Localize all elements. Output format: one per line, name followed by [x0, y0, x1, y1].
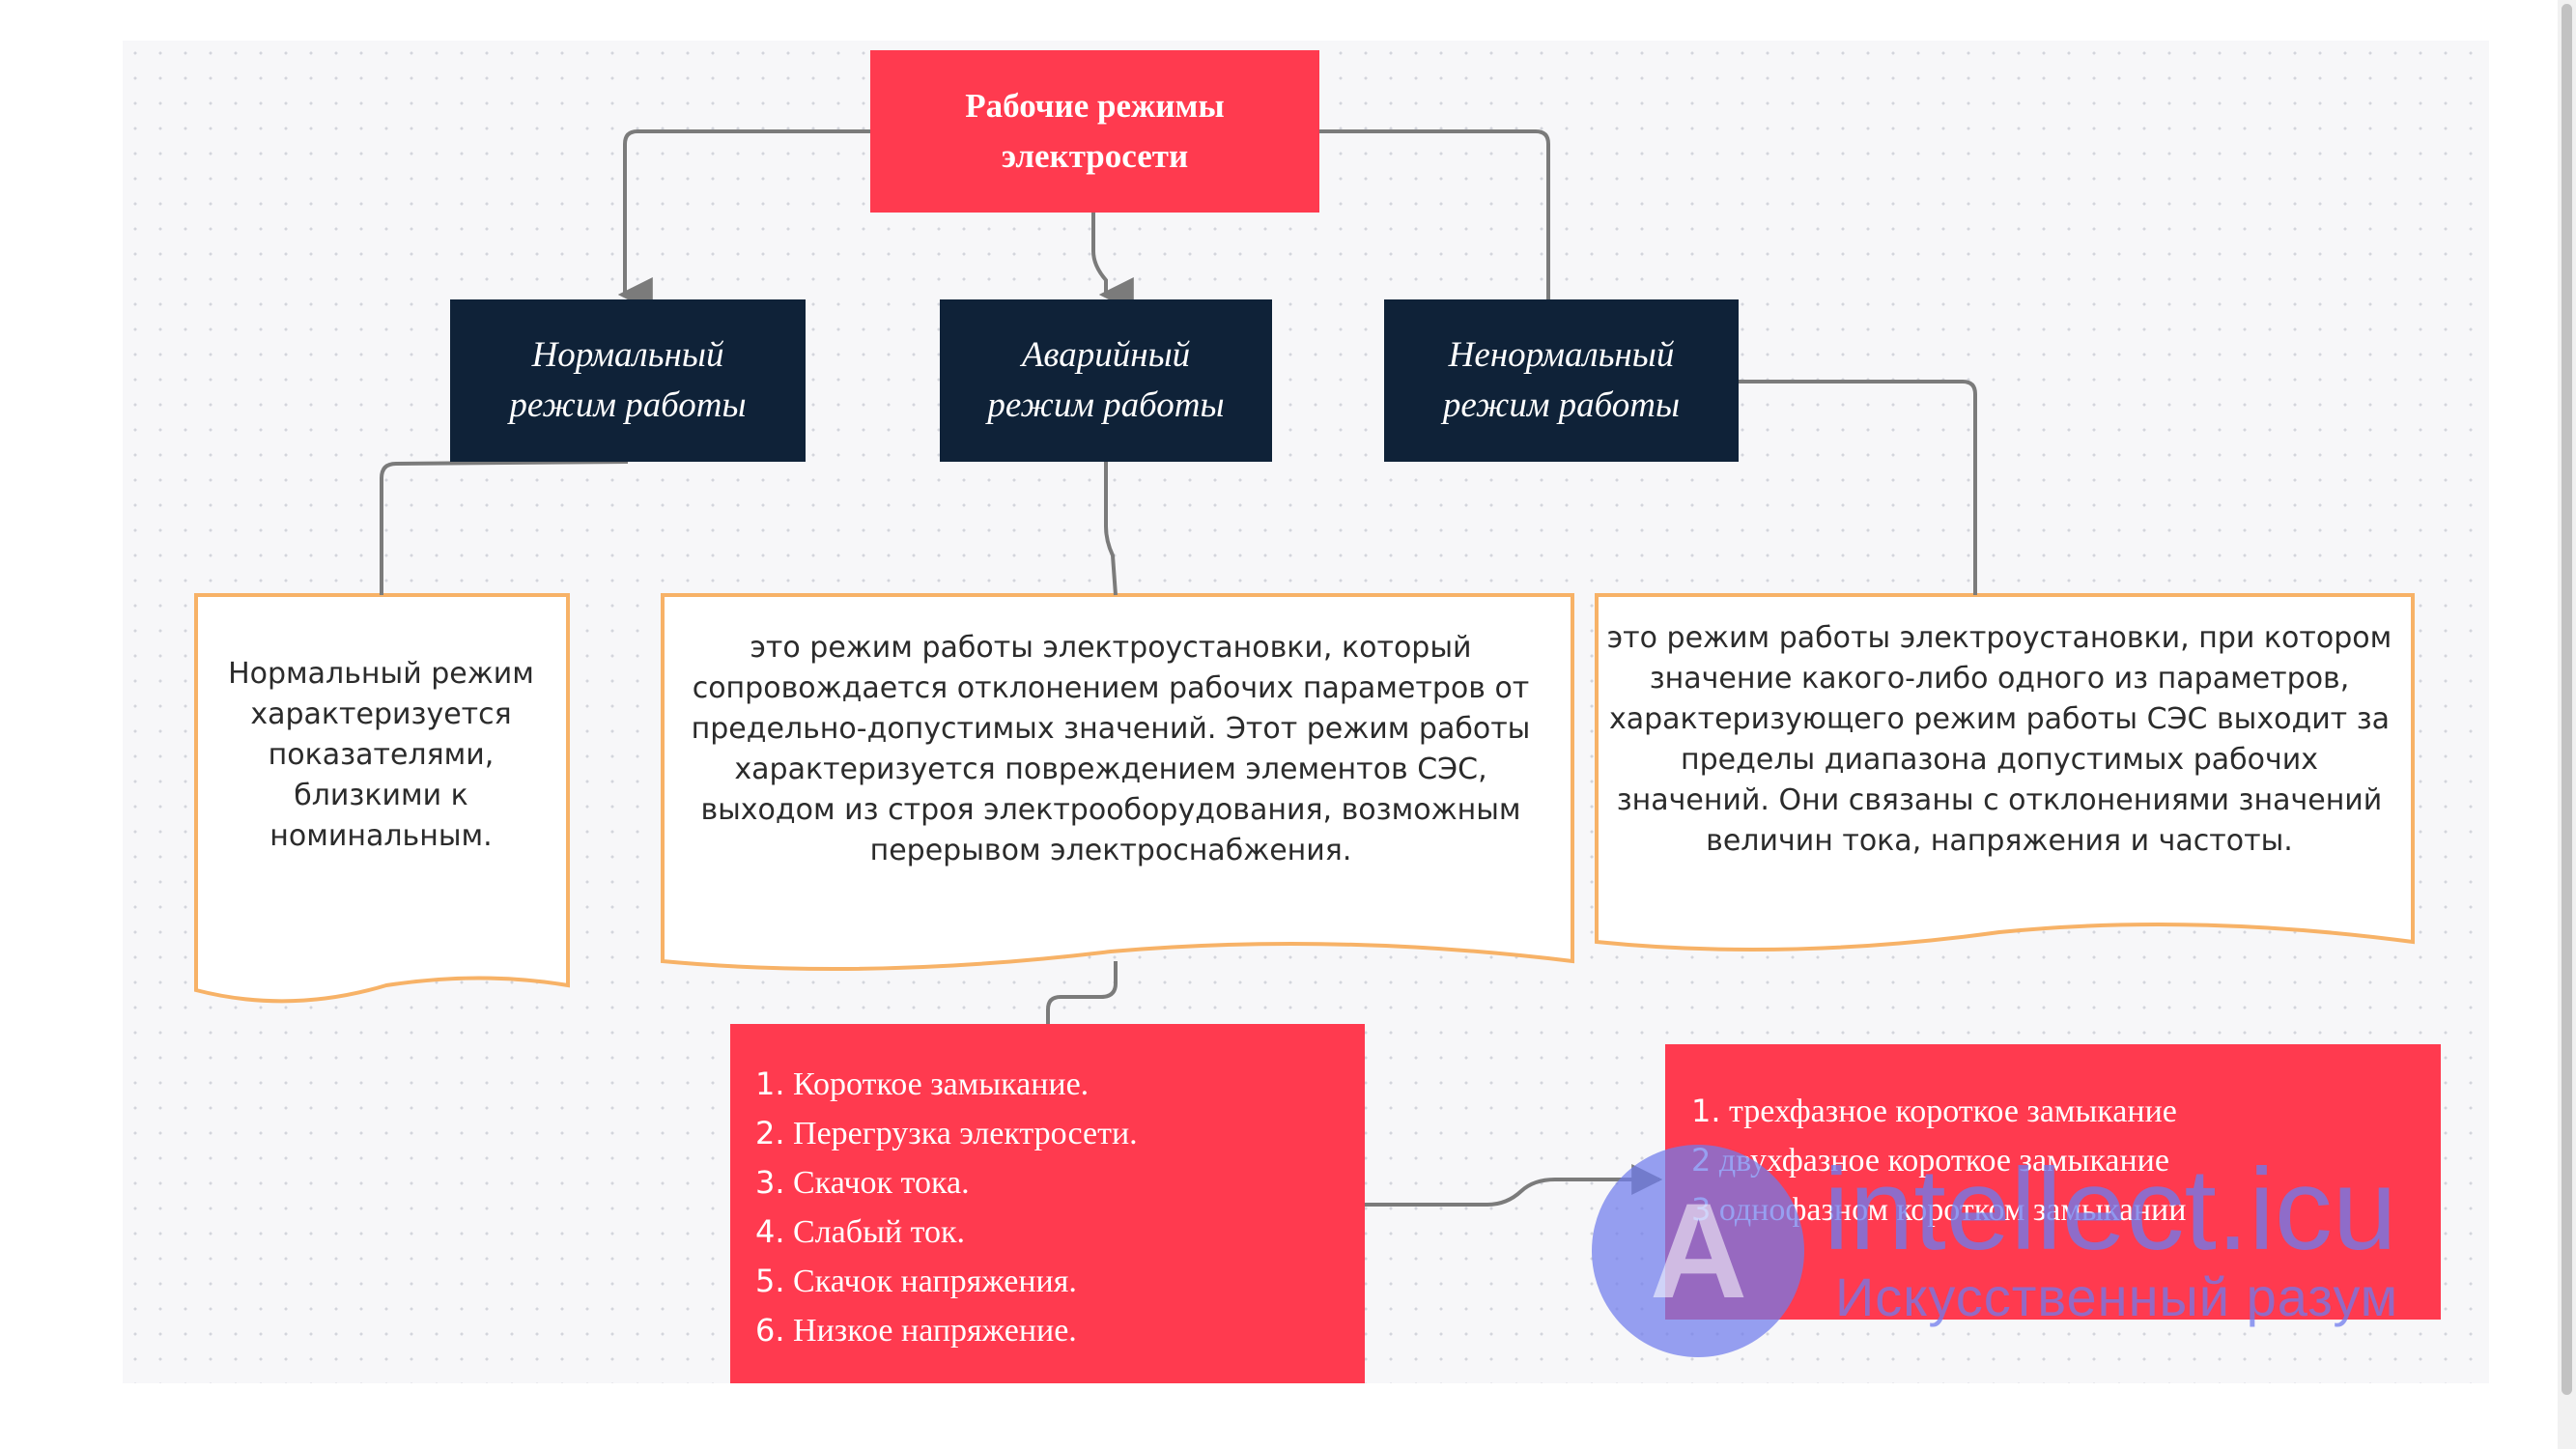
description-emergency[interactable]: это режим работы электроустановки, котор…: [691, 631, 1531, 867]
watermark-logo-icon: [1592, 1145, 1804, 1357]
list-item: 5. Скачок напряжения.: [755, 1257, 1365, 1306]
list-item: 1. трехфазное короткое замыкание: [1691, 1087, 2441, 1136]
list-item: 1. Короткое замыкание.: [755, 1060, 1365, 1109]
description-normal[interactable]: Нормальный режим характеризуется показат…: [228, 657, 534, 853]
watermark-tagline: Искусственный разум: [1835, 1266, 2399, 1327]
connector-emergency-desc: [1104, 462, 1118, 596]
list-item: 3. Скачок тока.: [755, 1158, 1365, 1208]
list-item-text: Короткое замыкание.: [793, 1066, 1090, 1102]
list-item-number: 1.: [1691, 1093, 1721, 1129]
description-abnormal[interactable]: это режим работы электроустановки, при к…: [1606, 621, 2392, 858]
list-item: 6. Низкое напряжение.: [755, 1306, 1365, 1355]
list-item-text: Скачок тока.: [793, 1165, 970, 1201]
list-item-number: 4.: [755, 1213, 785, 1250]
mode-emergency-label: Аварийный режим работы: [987, 335, 1225, 425]
connector-root-abnormal: [1319, 129, 1550, 299]
connector-root-emergency: [1091, 213, 1134, 312]
connector-emergency-list: [1046, 961, 1118, 1024]
list-item-number: 6.: [755, 1312, 785, 1349]
mode-node-normal[interactable]: Нормальный режим работы: [450, 299, 806, 462]
doc-shape-emergency: [661, 593, 1574, 971]
doc-shape-normal: [194, 593, 570, 1004]
list-item-text: Слабый ток.: [793, 1214, 966, 1250]
watermark: A intellect.icu Искусственный разум: [1592, 1145, 2461, 1357]
watermark-logo-letter: A: [1650, 1175, 1748, 1326]
watermark-name: intellect.icu: [1824, 1145, 2397, 1274]
scrollbar-thumb[interactable]: [2562, 4, 2572, 1395]
list-item-number: 5.: [755, 1263, 785, 1299]
mode-normal-label: Нормальный режим работы: [509, 335, 747, 425]
mode-node-abnormal[interactable]: Ненормальный режим работы: [1384, 299, 1739, 462]
list-item-number: 3.: [755, 1164, 785, 1201]
connector-normal-desc: [380, 460, 629, 595]
connector-root-normal: [617, 129, 870, 312]
connector-abnormal-desc: [1739, 380, 1977, 595]
mode-abnormal-label: Ненормальный режим работы: [1442, 335, 1681, 425]
list-item-number: 2.: [755, 1115, 785, 1151]
list-item-text: трехфазное короткое замыкание: [1729, 1094, 2177, 1129]
list-item: 4. Слабый ток.: [755, 1208, 1365, 1257]
doc-shape-abnormal: [1595, 593, 2415, 952]
emergency-causes-list[interactable]: 1. Короткое замыкание. 2. Перегрузка эле…: [730, 1024, 1365, 1383]
list-item-text: двухфазное короткое замыкание: [1718, 1143, 2169, 1179]
list-item-text: Низкое напряжение.: [793, 1313, 1077, 1349]
list-item-text: Перегрузка электросети.: [793, 1116, 1138, 1151]
root-title: Рабочие режимы электросети: [965, 87, 1225, 175]
list-item: 2. Перегрузка электросети.: [755, 1109, 1365, 1158]
root-node[interactable]: Рабочие режимы электросети: [870, 50, 1319, 213]
list-item-number: 1.: [755, 1065, 785, 1102]
mode-node-emergency[interactable]: Аварийный режим работы: [940, 299, 1272, 462]
list-item-text: Скачок напряжения.: [793, 1264, 1077, 1299]
connector-list-short-circuits: [1365, 1164, 1663, 1207]
